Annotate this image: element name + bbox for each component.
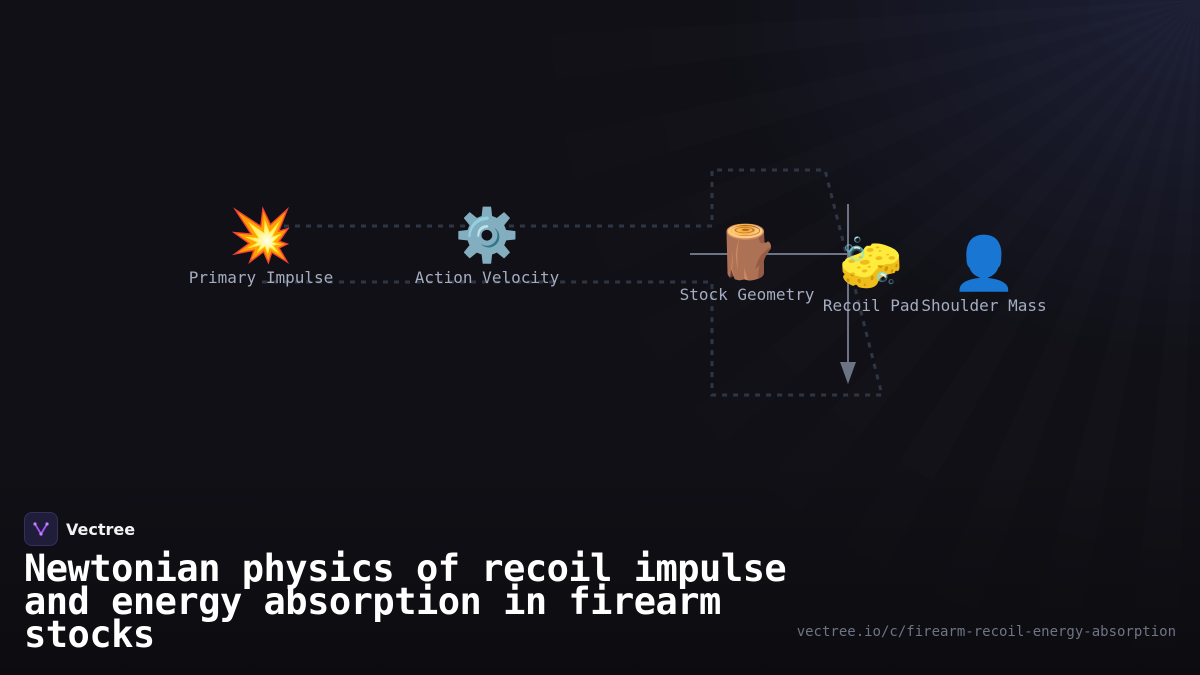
- sponge-icon: 🧽: [838, 234, 904, 294]
- arrow-head-down: [840, 362, 856, 384]
- node-label: Action Velocity: [414, 268, 560, 287]
- explosion-icon: 💥: [228, 206, 294, 266]
- node-shoulder-mass: 👤 Shoulder Mass: [921, 234, 1046, 315]
- bottom-shade: [0, 455, 1200, 675]
- node-label: Recoil Pad: [822, 296, 920, 315]
- brand-name: Vectree: [66, 519, 136, 539]
- node-recoil-pad: 🧽 Recoil Pad: [823, 234, 919, 315]
- brand[interactable]: Vectree: [24, 512, 135, 546]
- source-url[interactable]: vectree.io/c/firearm-recoil-energy-absor…: [796, 624, 1176, 640]
- node-label: Primary Impulse: [188, 268, 334, 287]
- edge-action-to-stock-top: [487, 168, 884, 397]
- page-title: Newtonian physics of recoil impulse and …: [24, 547, 787, 656]
- wood-log-icon: 🪵: [714, 223, 780, 283]
- person-silhouette-icon: 👤: [951, 234, 1017, 294]
- node-primary-impulse: 💥 Primary Impulse: [189, 206, 334, 287]
- node-label: Shoulder Mass: [921, 296, 1047, 315]
- node-stock-geometry: 🪵 Stock Geometry: [680, 223, 815, 304]
- vectree-logo-icon: [24, 512, 58, 546]
- node-label: Stock Geometry: [679, 285, 815, 304]
- gear-icon: ⚙️: [454, 206, 520, 266]
- node-action-velocity: ⚙️ Action Velocity: [415, 206, 560, 287]
